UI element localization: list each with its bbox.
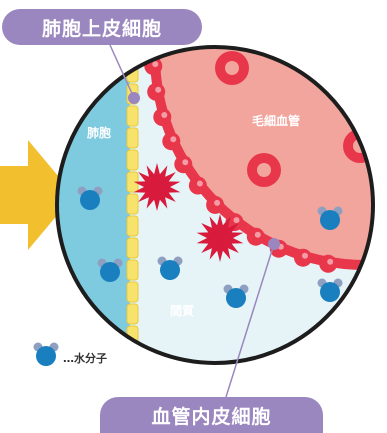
epithelial-cell: [126, 303, 139, 325]
spiky-burst: [133, 163, 181, 211]
spiky-burst: [196, 214, 244, 262]
spiky-burst-icon: [133, 163, 244, 262]
magnified-view-outline: [55, 45, 375, 365]
epithelial-pointer-dot: [128, 92, 140, 104]
epithelial-pointer-line: [109, 44, 135, 99]
epithelial-cell: [126, 237, 139, 259]
legend-water-molecule-icon: [33, 342, 59, 366]
epithelial-cell: [126, 215, 139, 237]
epithelial-cell: [126, 347, 139, 363]
epithelial-cell: [127, 370, 138, 390]
capillary-label: 毛細血管: [252, 114, 301, 128]
water-molecule-icon: [77, 186, 103, 210]
endothelial-pointer-dot: [268, 238, 280, 250]
water-molecule-icon: [317, 206, 343, 230]
alveolar-epithelial-cell-label: 肺胞上皮細胞: [2, 9, 202, 45]
interstitium-label: 間質: [170, 304, 195, 318]
right-arrow-icon: [0, 140, 74, 250]
epithelial-cell: [126, 127, 139, 149]
water-molecule-icon: [97, 258, 123, 282]
epithelial-cell: [126, 281, 139, 303]
alveolus-label: 肺胞: [87, 126, 112, 140]
water-molecule-icon: [157, 256, 183, 280]
epithelial-cell: [126, 149, 139, 171]
epithelial-cell: [126, 105, 139, 127]
capillary-endothelial-cell-label: 血管内皮細胞: [100, 397, 323, 433]
epithelial-cell: [126, 193, 139, 215]
endothelial-pointer-line: [225, 243, 275, 398]
water-molecule-icon: [223, 284, 249, 308]
epithelial-cell: [126, 259, 139, 281]
legend-water-molecule-label: …水分子: [63, 352, 107, 365]
water-molecule-icon: [317, 278, 343, 302]
